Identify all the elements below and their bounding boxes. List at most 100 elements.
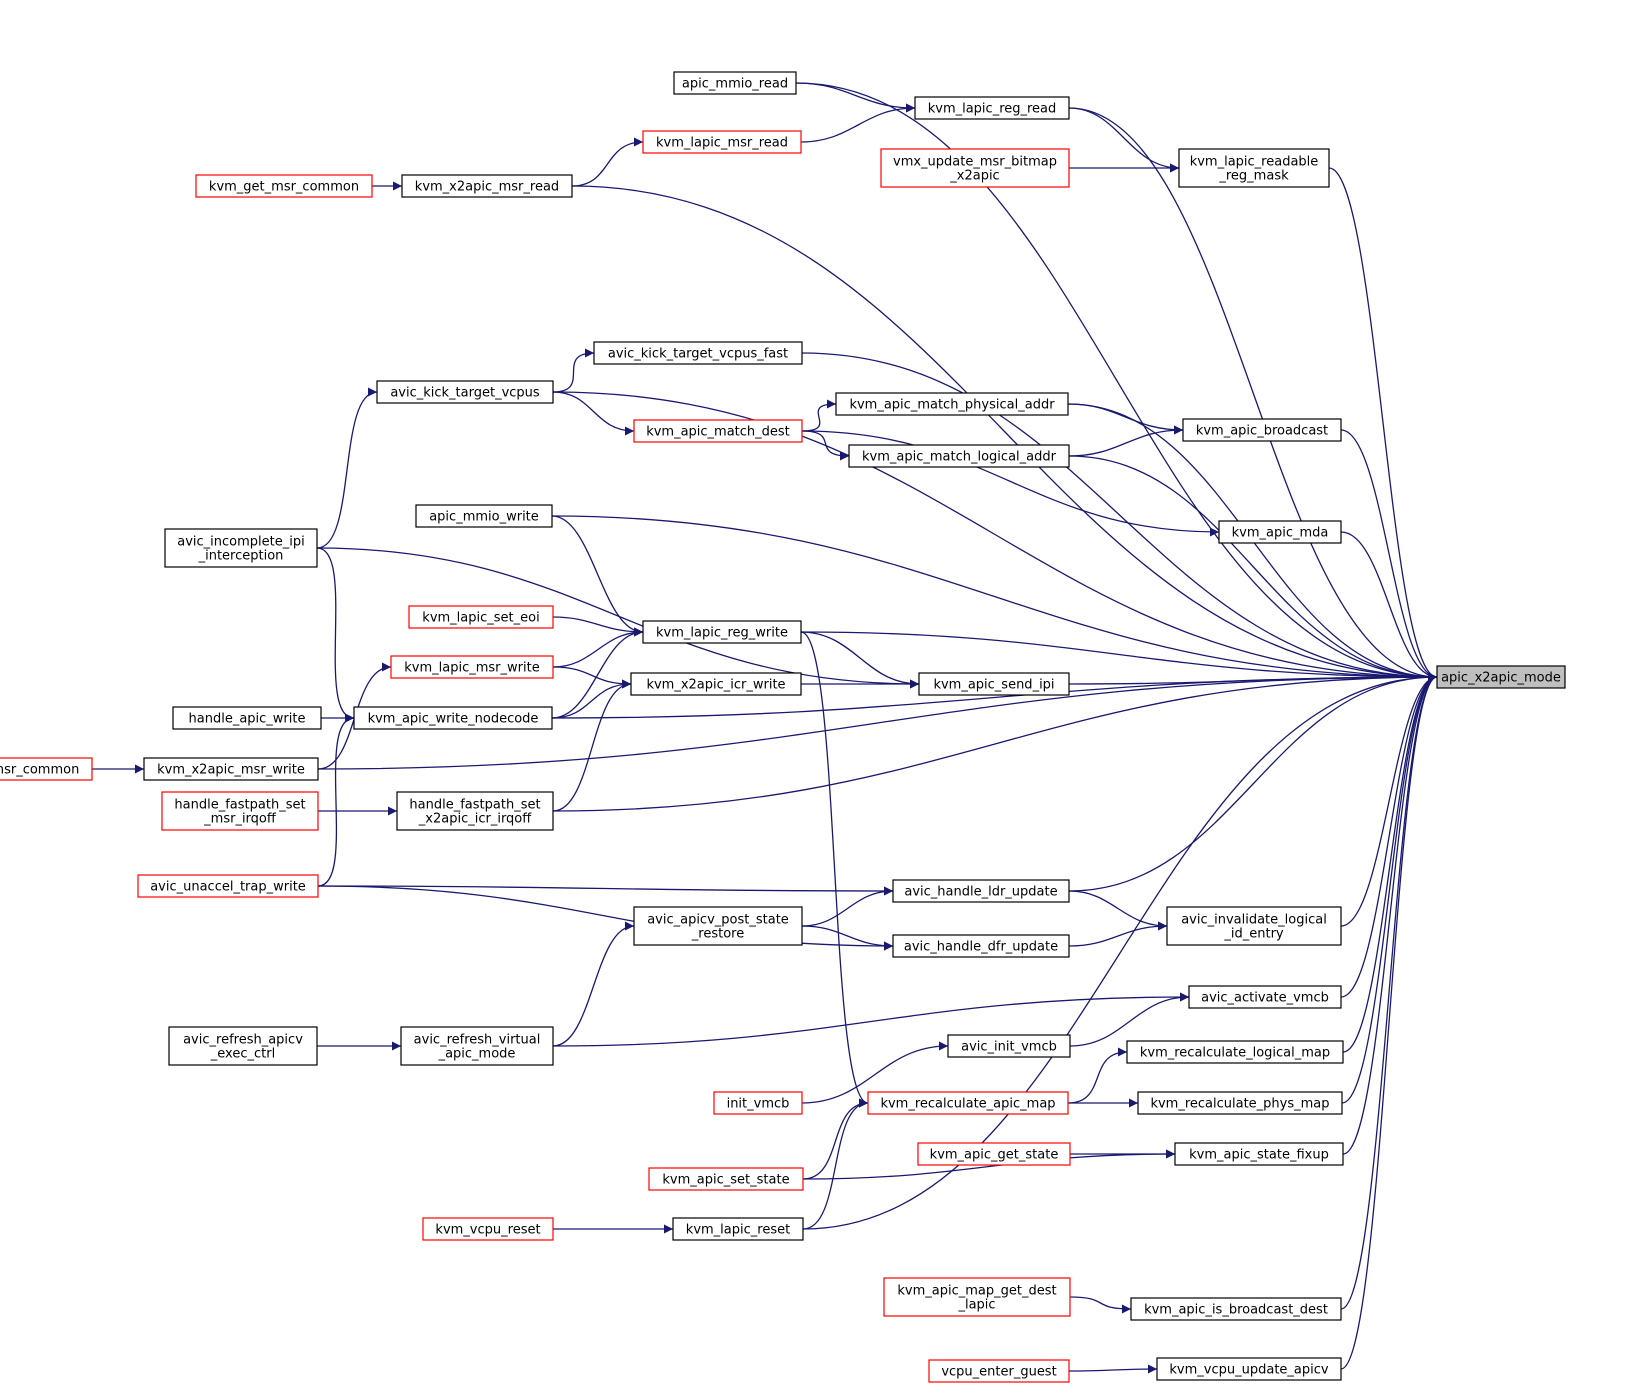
node-apic_x2apic_mode[interactable]: apic_x2apic_mode <box>1436 665 1566 689</box>
node-box <box>1436 665 1566 689</box>
edge-kvm_lapic_msr_read-to-kvm_lapic_reg_read <box>800 103 916 143</box>
edge-kvm_apic_broadcast-to-apic_x2apic_mode <box>1340 429 1438 682</box>
node-kvm_apic_get_state[interactable]: kvm_apic_get_state <box>917 1142 1071 1166</box>
node-box <box>422 1217 554 1241</box>
node-kvm_apic_match_logical_addr[interactable]: kvm_apic_match_logical_addr <box>848 444 1070 468</box>
node-box <box>880 148 1070 188</box>
node-avic_init_vmcb[interactable]: avic_init_vmcb <box>947 1034 1071 1058</box>
node-avic_kick_target_vcpus[interactable]: avic_kick_target_vcpus <box>376 380 554 404</box>
node-avic_invalidate_logical_id_entry[interactable]: avic_invalidate_logical_id_entry <box>1166 906 1342 946</box>
node-apic_mmio_write[interactable]: apic_mmio_write <box>415 504 553 528</box>
node-label: _reg_mask <box>1218 169 1289 184</box>
node-label: kvm_x2apic_msr_write <box>157 763 305 778</box>
node-avic_refresh_virtual_apic_mode[interactable]: avic_refresh_virtual_apic_mode <box>400 1026 554 1066</box>
node-label: kvm_lapic_readable <box>1190 155 1319 170</box>
node-kvm_recalculate_phys_map[interactable]: kvm_recalculate_phys_map <box>1137 1091 1343 1115</box>
edge-handle_fastpath_set_x2apic_icr_irqoff-to-apic_x2apic_mode <box>552 672 1438 812</box>
node-box <box>1178 148 1330 188</box>
node-vcpu_enter_guest[interactable]: vcpu_enter_guest <box>928 1359 1070 1383</box>
node-kvm_vcpu_update_apicv[interactable]: kvm_vcpu_update_apicv <box>1156 1357 1342 1381</box>
edge-avic_refresh_virtual_apic_mode-to-avic_apicv_post_state_restore <box>552 921 635 1047</box>
node-handle_fastpath_set_msr_irqoff[interactable]: handle_fastpath_set_msr_irqoff <box>161 791 319 831</box>
node-box <box>892 879 1070 903</box>
node-kvm_apic_broadcast[interactable]: kvm_apic_broadcast <box>1182 418 1342 442</box>
edge-kvm_recalculate_apic_map-to-kvm_recalculate_logical_map <box>1067 1047 1128 1104</box>
edge-kvm_vcpu_update_apicv-to-apic_x2apic_mode <box>1340 672 1438 1370</box>
node-label: kvm_recalculate_logical_map <box>1140 1046 1330 1061</box>
node-kvm_apic_map_get_dest_lapic[interactable]: kvm_apic_map_get_dest_lapic <box>883 1277 1071 1317</box>
node-handle_apic_write[interactable]: handle_apic_write <box>172 706 322 730</box>
node-avic_refresh_apicv_exec_ctrl[interactable]: avic_refresh_apicv_exec_ctrl <box>168 1026 318 1066</box>
node-kvm_lapic_readable_reg_mask[interactable]: kvm_lapic_readable_reg_mask <box>1178 148 1330 188</box>
node-box <box>396 791 554 831</box>
node-kvm_vcpu_reset[interactable]: kvm_vcpu_reset <box>422 1217 554 1241</box>
node-label: init_vmcb <box>727 1097 790 1112</box>
node-kvm_lapic_reg_read[interactable]: kvm_lapic_reg_read <box>914 96 1070 120</box>
node-kvm_apic_send_ipi[interactable]: kvm_apic_send_ipi <box>918 672 1070 696</box>
node-box <box>633 906 803 946</box>
node-box <box>401 174 573 198</box>
node-label: vcpu_enter_guest <box>941 1365 1056 1380</box>
node-box <box>672 1217 804 1241</box>
node-init_vmcb[interactable]: init_vmcb <box>713 1091 803 1115</box>
node-box <box>376 380 554 404</box>
node-kvm_apic_set_state[interactable]: kvm_apic_set_state <box>648 1167 804 1191</box>
node-box <box>1156 1357 1342 1381</box>
node-vmx_update_msr_bitmap_x2apic[interactable]: vmx_update_msr_bitmap_x2apic <box>880 148 1070 188</box>
edge-kvm_x2apic_msr_write-to-apic_x2apic_mode <box>317 672 1438 770</box>
edge-handle_fastpath_set_x2apic_icr_irqoff-to-kvm_x2apic_icr_write <box>552 679 632 812</box>
edge-kvm_lapic_reg_write-to-kvm_apic_send_ipi <box>800 631 920 689</box>
node-kvm_lapic_set_eoi[interactable]: kvm_lapic_set_eoi <box>408 605 554 629</box>
node-kvm_lapic_reset[interactable]: kvm_lapic_reset <box>672 1217 804 1241</box>
node-box <box>673 71 797 95</box>
node-kvm_apic_match_physical_addr[interactable]: kvm_apic_match_physical_addr <box>835 392 1069 416</box>
node-avic_handle_dfr_update[interactable]: avic_handle_dfr_update <box>892 934 1070 958</box>
node-box <box>642 130 802 154</box>
node-kvm_recalculate_apic_map[interactable]: kvm_recalculate_apic_map <box>867 1091 1069 1115</box>
node-label: kvm_x2apic_msr_read <box>415 180 559 195</box>
node-label: _interception <box>198 549 284 564</box>
node-kvm_apic_state_fixup[interactable]: kvm_apic_state_fixup <box>1174 1142 1344 1166</box>
node-avic_handle_ldr_update[interactable]: avic_handle_ldr_update <box>892 879 1070 903</box>
node-box <box>883 1277 1071 1317</box>
node-kvm_apic_match_dest[interactable]: kvm_apic_match_dest <box>633 419 803 443</box>
edge-kvm_lapic_reset-to-kvm_recalculate_apic_map <box>802 1098 869 1230</box>
node-avic_kick_target_vcpus_fast[interactable]: avic_kick_target_vcpus_fast <box>593 341 803 365</box>
edge-kvm_lapic_reg_write-to-kvm_recalculate_apic_map <box>800 631 869 1108</box>
node-handle_fastpath_set_x2apic_icr_irqoff[interactable]: handle_fastpath_set_x2apic_icr_irqoff <box>396 791 554 831</box>
node-box <box>867 1091 1069 1115</box>
node-label: apic_mmio_read <box>682 77 788 92</box>
edge-kvm_lapic_readable_reg_mask-to-apic_x2apic_mode <box>1328 167 1438 682</box>
node-label: kvm_apic_is_broadcast_dest <box>1144 1303 1328 1318</box>
node-kvm_apic_write_nodecode[interactable]: kvm_apic_write_nodecode <box>353 706 553 730</box>
node-kvm_apic_is_broadcast_dest[interactable]: kvm_apic_is_broadcast_dest <box>1130 1297 1342 1321</box>
node-avic_apicv_post_state_restore[interactable]: avic_apicv_post_state_restore <box>633 906 803 946</box>
node-avic_unaccel_trap_write[interactable]: avic_unaccel_trap_write <box>137 874 319 898</box>
node-kvm_set_msr_common[interactable]: kvm_set_msr_common <box>0 757 93 781</box>
node-kvm_recalculate_logical_map[interactable]: kvm_recalculate_logical_map <box>1126 1040 1344 1064</box>
edge-avic_invalidate_logical_id_entry-to-apic_x2apic_mode <box>1340 672 1438 927</box>
edge-avic_kick_target_vcpus-to-avic_kick_target_vcpus_fast <box>552 348 595 393</box>
node-label: kvm_apic_get_state <box>930 1148 1059 1163</box>
node-kvm_x2apic_icr_write[interactable]: kvm_x2apic_icr_write <box>630 672 802 696</box>
node-box <box>137 874 319 898</box>
node-box <box>642 620 802 644</box>
node-avic_activate_vmcb[interactable]: avic_activate_vmcb <box>1188 985 1342 1009</box>
node-kvm_x2apic_msr_write[interactable]: kvm_x2apic_msr_write <box>143 757 319 781</box>
edge-kvm_x2apic_msr_read-to-apic_x2apic_mode <box>571 185 1438 682</box>
edge-vcpu_enter_guest-to-kvm_vcpu_update_apicv <box>1068 1364 1158 1374</box>
node-kvm_apic_mda[interactable]: kvm_apic_mda <box>1218 520 1342 544</box>
node-kvm_lapic_msr_write[interactable]: kvm_lapic_msr_write <box>390 655 554 679</box>
node-kvm_lapic_reg_write[interactable]: kvm_lapic_reg_write <box>642 620 802 644</box>
edge-kvm_lapic_reg_read-to-kvm_lapic_readable_reg_mask <box>1068 107 1180 173</box>
node-kvm_x2apic_msr_read[interactable]: kvm_x2apic_msr_read <box>401 174 573 198</box>
node-box <box>1126 1040 1344 1064</box>
node-label: _msr_irqoff <box>203 812 277 827</box>
node-avic_incomplete_ipi_interception[interactable]: avic_incomplete_ipi_interception <box>164 528 318 568</box>
edge-apic_mmio_write-to-kvm_lapic_reg_write <box>551 515 644 637</box>
node-box <box>648 1167 804 1191</box>
node-kvm_lapic_msr_read[interactable]: kvm_lapic_msr_read <box>642 130 802 154</box>
node-apic_mmio_read[interactable]: apic_mmio_read <box>673 71 797 95</box>
node-kvm_get_msr_common[interactable]: kvm_get_msr_common <box>195 174 373 198</box>
edge-kvm_apic_match_logical_addr-to-kvm_apic_broadcast <box>1068 425 1184 457</box>
